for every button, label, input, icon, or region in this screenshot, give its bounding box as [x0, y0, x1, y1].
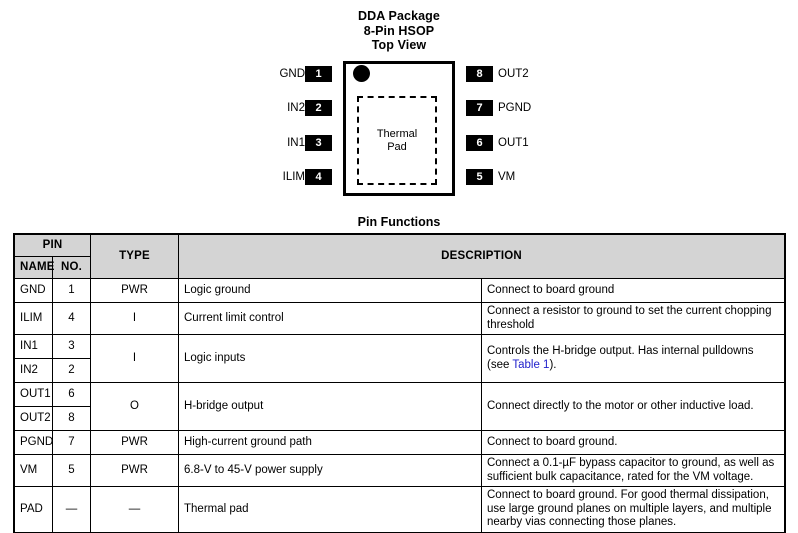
table-header: PIN TYPE DESCRIPTION NAME NO.	[14, 234, 785, 279]
cell-no-ilim: 4	[52, 302, 91, 335]
cell-description-gnd: Connect to board ground	[481, 278, 785, 303]
thermal-pad-label: Thermal Pad	[377, 128, 417, 154]
table-body: GND 1 PWR Logic ground Connect to board …	[14, 278, 785, 533]
pin-box-8: 8	[466, 66, 493, 82]
pin-label-gnd: GND	[279, 68, 305, 80]
column-header-description: DESCRIPTION	[178, 234, 785, 279]
pin-box-6: 6	[466, 135, 493, 151]
cell-no-pad: —	[52, 486, 91, 533]
cell-description-vm: Connect a 0.1-µF bypass capacitor to gro…	[481, 454, 785, 487]
cell-name-out2: OUT2	[14, 406, 53, 431]
table-header-row-2: NAME NO.	[14, 256, 785, 279]
cell-type-pad: —	[90, 486, 179, 533]
cell-function-pad: Thermal pad	[178, 486, 482, 533]
cell-name-vm: VM	[14, 454, 53, 487]
table-row-in2: IN2 2	[14, 358, 785, 383]
cell-name-ilim: ILIM	[14, 302, 53, 335]
pin-label-out1: OUT1	[498, 137, 529, 149]
cell-name-in2: IN2	[14, 358, 53, 383]
cell-description-h-bridge-output: Connect directly to the motor or other i…	[481, 382, 785, 431]
pin-box-7: 7	[466, 100, 493, 116]
cell-function-gnd: Logic ground	[178, 278, 482, 303]
cell-type-logic-inputs: I	[90, 334, 179, 383]
cell-no-in2: 2	[52, 358, 91, 383]
table-header-row-1: PIN TYPE DESCRIPTION	[14, 234, 785, 279]
cell-function-logic-inputs: Logic inputs	[178, 334, 482, 383]
column-header-no: NO.	[52, 256, 91, 279]
pin-label-pgnd: PGND	[498, 102, 532, 114]
cell-no-out1: 6	[52, 382, 91, 407]
cell-type-ilim: I	[90, 302, 179, 335]
pin-label-in2: IN2	[287, 102, 305, 114]
cell-description-ilim: Connect a resistor to ground to set the …	[481, 302, 785, 335]
table-row-gnd: GND 1 PWR Logic ground Connect to board …	[14, 278, 785, 303]
package-title-line-3: Top View	[371, 38, 427, 52]
thermal-pad-label-line-2: Pad	[387, 140, 407, 153]
table-row-in1: IN1 3 I Logic inputs Controls the H-brid…	[14, 334, 785, 383]
cell-description-pad: Connect to board ground. For good therma…	[481, 486, 785, 533]
description-text-pre: Controls the H-bridge output. Has intern…	[487, 345, 754, 371]
cell-name-pad: PAD	[14, 486, 53, 533]
cell-type-h-bridge-output: O	[90, 382, 179, 431]
cell-name-in1: IN1	[14, 334, 53, 359]
pin-label-ilim: ILIM	[282, 171, 305, 183]
column-header-pin: PIN	[14, 234, 91, 257]
description-text-post: ).	[549, 358, 557, 371]
pin-label-in1: IN1	[287, 137, 305, 149]
pin-box-3: 3	[305, 135, 332, 151]
cell-no-vm: 5	[52, 454, 91, 487]
cell-function-h-bridge-output: H-bridge output	[178, 382, 482, 431]
cell-no-out2: 8	[52, 406, 91, 431]
cell-name-out1: OUT1	[14, 382, 53, 407]
pin-box-2: 2	[305, 100, 332, 116]
table-row-out1: OUT1 6 O H-bridge output Connect directl…	[14, 382, 785, 431]
thermal-pad-region: Thermal Pad	[357, 96, 437, 185]
package-diagram: DDA Package 8-Pin HSOP Top View Thermal …	[0, 0, 798, 210]
pin-box-1: 1	[305, 66, 332, 82]
pin-label-out2: OUT2	[498, 68, 529, 80]
cell-function-vm: 6.8-V to 45-V power supply	[178, 454, 482, 487]
table-1-link[interactable]: Table 1	[512, 358, 550, 371]
pin-1-indicator-dot	[353, 65, 370, 82]
table-row-ilim: ILIM 4 I Current limit control Connect a…	[14, 302, 785, 335]
cell-type-pgnd: PWR	[90, 430, 179, 455]
cell-function-pgnd: High-current ground path	[178, 430, 482, 455]
cell-description-pgnd: Connect to board ground.	[481, 430, 785, 455]
cell-type-vm: PWR	[90, 454, 179, 487]
package-title-line-2: 8-Pin HSOP	[363, 23, 435, 38]
package-title-line-1: DDA Package	[358, 9, 440, 23]
cell-function-ilim: Current limit control	[178, 302, 482, 335]
cell-no-in1: 3	[52, 334, 91, 359]
table-row-vm: VM 5 PWR 6.8-V to 45-V power supply Conn…	[14, 454, 785, 487]
column-header-name: NAME	[14, 256, 54, 279]
pin-functions-table: PIN TYPE DESCRIPTION NAME NO. GND 1 PWR …	[13, 233, 786, 533]
cell-name-pgnd: PGND	[14, 430, 53, 455]
cell-type-gnd: PWR	[90, 278, 179, 303]
package-title: DDA Package 8-Pin HSOP Top View	[0, 9, 798, 53]
pin-label-vm: VM	[498, 171, 516, 183]
column-header-type: TYPE	[90, 234, 179, 279]
table-row-pgnd: PGND 7 PWR High-current ground path Conn…	[14, 430, 785, 455]
table-row-pad: PAD — — Thermal pad Connect to board gro…	[14, 486, 785, 533]
cell-description-logic-inputs: Controls the H-bridge output. Has intern…	[481, 334, 785, 383]
thermal-pad-label-line-1: Thermal	[376, 127, 418, 140]
cell-name-gnd: GND	[14, 278, 53, 303]
pin-box-5: 5	[466, 169, 493, 185]
cell-no-pgnd: 7	[52, 430, 91, 455]
pin-functions-heading: Pin Functions	[357, 215, 441, 229]
cell-no-gnd: 1	[52, 278, 91, 303]
pin-box-4: 4	[305, 169, 332, 185]
